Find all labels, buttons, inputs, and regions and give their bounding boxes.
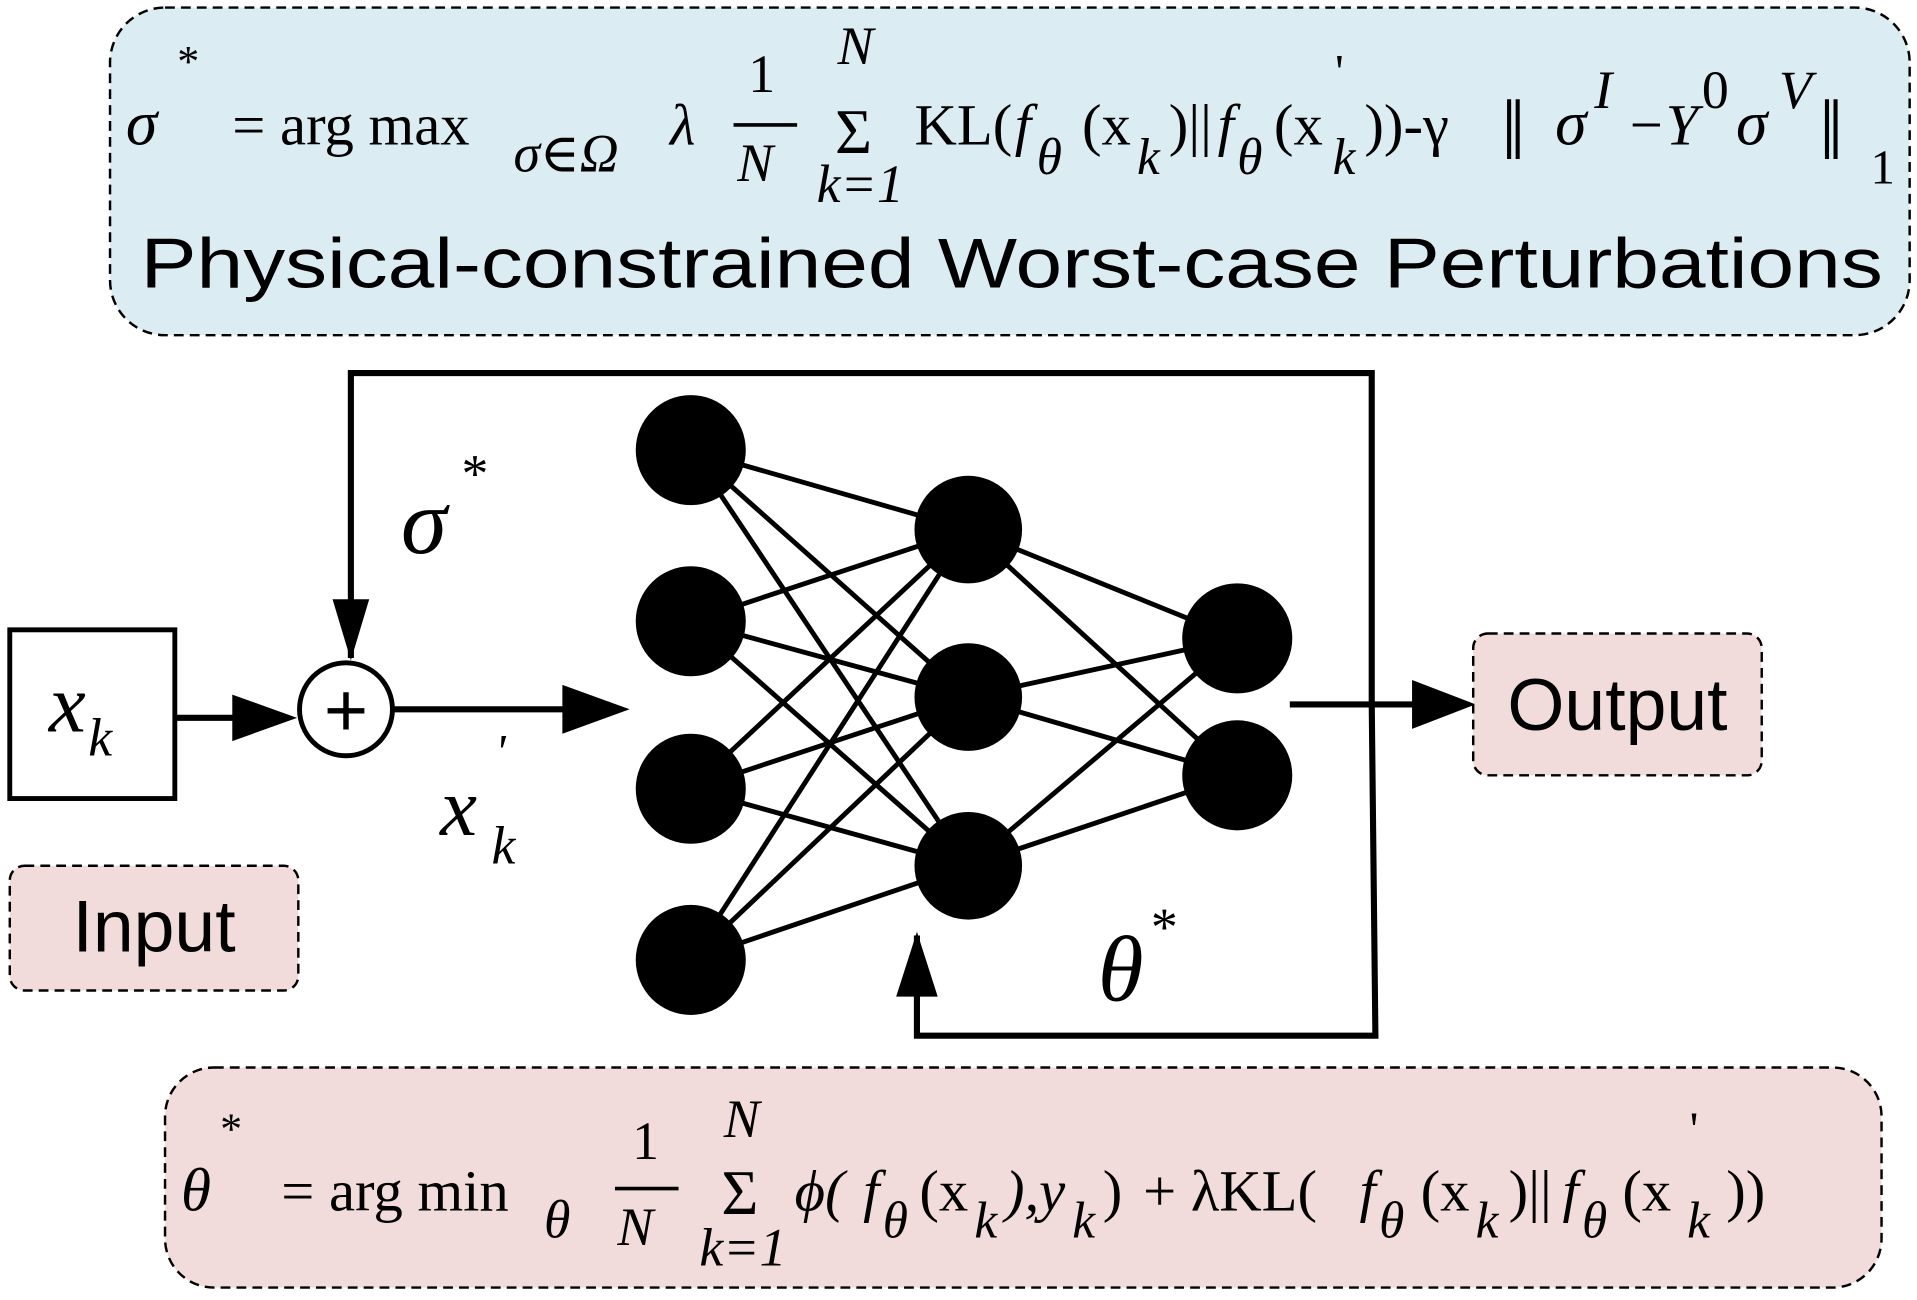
equation-token: k xyxy=(1476,1192,1500,1249)
equation-token: ' xyxy=(1335,44,1344,99)
equation-token: θ xyxy=(1037,129,1062,186)
equation-token: σ xyxy=(126,87,160,158)
equation-token: k xyxy=(1137,129,1161,186)
neural-network xyxy=(635,395,1293,1015)
arrowhead-right-icon xyxy=(1412,679,1476,729)
output-label-box xyxy=(1471,632,1763,777)
input-label: Input xyxy=(72,885,235,967)
perturbed-input-label: x'k xyxy=(438,724,516,875)
equation-token: (x xyxy=(1622,1159,1671,1224)
perturbation-feedback-line xyxy=(347,370,1375,705)
equation-token: Σ xyxy=(835,96,872,167)
equation-token: N xyxy=(723,1089,763,1149)
neuron-layer-1 xyxy=(635,395,746,506)
plus-icon: + xyxy=(324,668,368,753)
equation-token: ‖ xyxy=(1819,83,1843,178)
equation-token: ' xyxy=(1690,1102,1699,1157)
equation-token: (x xyxy=(919,1159,968,1224)
equation-token: k xyxy=(1072,1192,1096,1249)
equation-token: k xyxy=(1333,129,1357,186)
equation-token: θ xyxy=(181,1158,211,1225)
bottom-panel-box xyxy=(163,1066,1883,1289)
equation-token: λ xyxy=(668,92,695,157)
parameter-label: θ* xyxy=(1098,897,1178,1021)
network-connection xyxy=(688,528,971,962)
network-connection xyxy=(689,695,970,962)
equation-token: I xyxy=(1593,60,1615,120)
equation-token: σ∈Ω xyxy=(513,123,618,183)
network-connection xyxy=(966,527,1239,778)
network-connection xyxy=(689,527,970,791)
equation-token: = arg max xyxy=(232,92,469,157)
equation-token: 1 xyxy=(632,1111,659,1171)
network-connection xyxy=(966,636,1239,868)
neuron-layer-2 xyxy=(914,475,1023,584)
equation-token: ),y xyxy=(1002,1159,1066,1224)
equation-token: ))-γ xyxy=(1364,92,1449,157)
neuron-layer-3 xyxy=(1182,583,1293,694)
equation-token: θ xyxy=(883,1192,908,1249)
equation-token: = arg min xyxy=(281,1159,509,1224)
input-symbol: xk xyxy=(47,657,113,767)
neuron-layer-1 xyxy=(635,904,746,1015)
equation-token: V xyxy=(1779,60,1818,120)
output-label: Output xyxy=(1507,664,1727,746)
equation-token: k=1 xyxy=(699,1218,786,1278)
equation-token: (x xyxy=(1082,92,1131,157)
equation-token: (x xyxy=(1421,1159,1470,1224)
equation-token: N xyxy=(836,16,876,76)
equation-token: N xyxy=(736,133,776,193)
equation-token: θ xyxy=(1237,129,1262,186)
equation-token: ϕ( xyxy=(795,1159,848,1224)
equation-token: (x xyxy=(1274,92,1323,157)
arrowhead-right-icon xyxy=(562,684,630,734)
neuron-layer-1 xyxy=(635,733,746,844)
equation-token: k xyxy=(1687,1192,1711,1249)
equation-token: σ xyxy=(1555,87,1589,158)
sum-node xyxy=(297,660,395,759)
equation-token: 0 xyxy=(1702,60,1729,120)
equation-token: θ xyxy=(544,1189,570,1249)
equation-token: ‖ xyxy=(1501,83,1525,178)
equation-token: KL( xyxy=(914,92,1012,157)
neuron-layer-2 xyxy=(914,811,1023,920)
equation-token: θ xyxy=(1582,1192,1607,1249)
equation-token: + λKL( xyxy=(1143,1159,1317,1224)
input-xk-box xyxy=(7,627,178,801)
equation-token: * xyxy=(177,37,199,86)
top-panel-box xyxy=(108,6,1911,337)
arrowhead-up-icon xyxy=(896,931,938,997)
equation-token: )|| xyxy=(1509,1159,1552,1224)
equation-token: N xyxy=(616,1197,656,1257)
equation-token: −Y xyxy=(1626,92,1704,157)
equation-token: ) xyxy=(1103,1159,1123,1224)
neuron-layer-1 xyxy=(635,566,746,677)
input-label-box xyxy=(8,864,300,992)
equation-token: 1 xyxy=(1871,140,1895,195)
perturbation-label: σ* xyxy=(401,444,488,574)
equation-token: k xyxy=(974,1192,998,1249)
perturbation-title: Physical-constrained Worst-case Perturba… xyxy=(141,225,1883,304)
equation-token: * xyxy=(220,1104,242,1153)
equation-token: )) xyxy=(1726,1159,1765,1224)
equation-token: 1 xyxy=(748,44,775,104)
equation-token: k=1 xyxy=(817,154,904,214)
neuron-layer-3 xyxy=(1182,720,1293,831)
equation-token: )|| xyxy=(1169,92,1212,157)
equation-token: Σ xyxy=(721,1157,758,1228)
equation-token: θ xyxy=(1379,1192,1404,1249)
arrowhead-right-icon xyxy=(232,694,298,742)
arrowhead-down-icon xyxy=(332,599,370,661)
neuron-layer-2 xyxy=(914,643,1023,751)
equation-token: σ xyxy=(1736,87,1770,158)
